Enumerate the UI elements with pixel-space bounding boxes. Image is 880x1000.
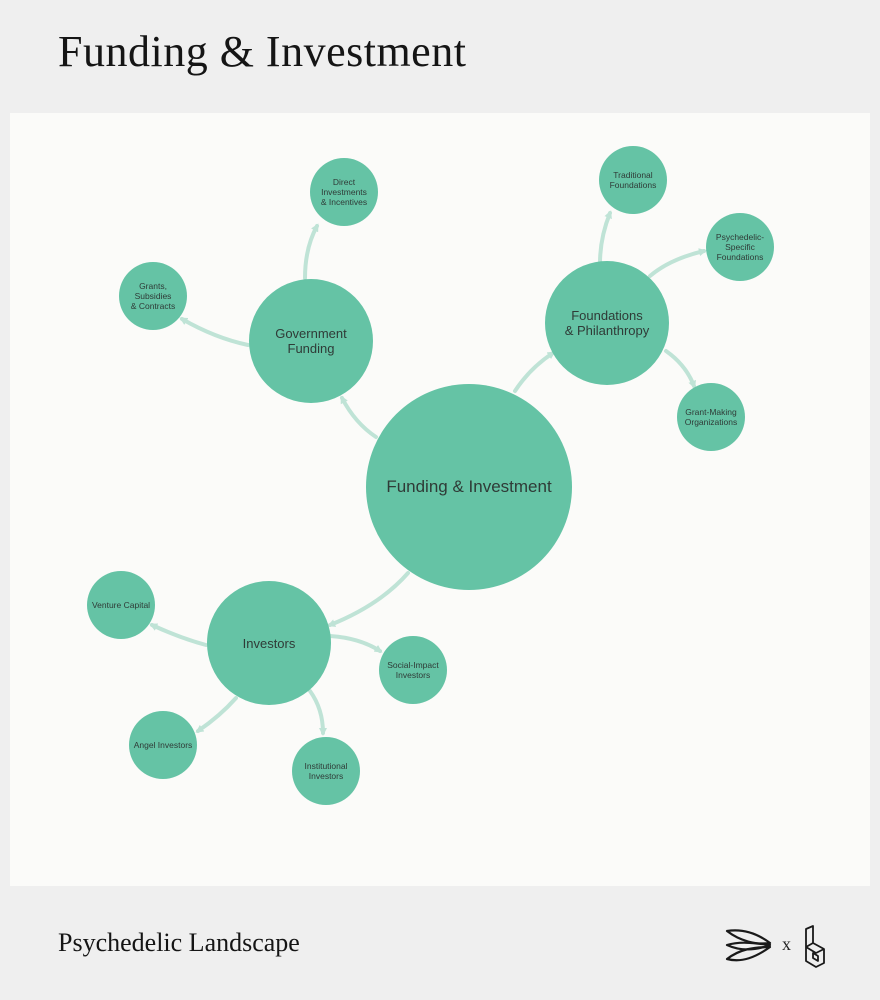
link-found-traditional	[598, 210, 612, 265]
node-venture-capital-label: Venture Capital	[91, 600, 151, 610]
link-root-government	[340, 395, 378, 439]
link-inv-institutional	[308, 689, 327, 736]
link-root-investors	[327, 571, 410, 627]
node-grants-subsidies[interactable]: Grants, Subsidies & Contracts	[119, 262, 187, 330]
node-direct-investments-label: Direct Investments & Incentives	[320, 177, 368, 207]
node-foundations-philanthropy[interactable]: Foundations & Philanthropy	[545, 261, 669, 385]
node-grants-subsidies-label: Grants, Subsidies & Contracts	[130, 281, 176, 311]
node-investors-label: Investors	[242, 635, 296, 651]
isometric-b-logo-icon	[805, 925, 825, 968]
link-gov-direct	[303, 223, 319, 280]
link-gov-grants	[179, 317, 250, 347]
node-investors[interactable]: Investors	[207, 581, 331, 705]
node-psychedelic-foundations[interactable]: Psychedelic- Specific Foundations	[706, 213, 774, 281]
node-psychedelic-foundations-label: Psychedelic- Specific Foundations	[715, 232, 765, 262]
node-root[interactable]: Funding & Investment	[366, 384, 572, 590]
node-government-funding[interactable]: Government Funding	[249, 279, 373, 403]
node-grant-making[interactable]: Grant-Making Organizations	[677, 383, 745, 451]
node-social-impact-investors[interactable]: Social-Impact Investors	[379, 636, 447, 704]
logo-separator: x	[782, 934, 791, 954]
link-found-grantmaking	[664, 349, 696, 389]
footer-logos: x	[724, 922, 834, 972]
link-inv-angel	[195, 696, 238, 733]
mind-map-canvas: Funding & Investment Government Funding …	[10, 113, 870, 886]
node-government-funding-label: Government Funding	[275, 326, 347, 356]
node-institutional-investors[interactable]: Institutional Investors	[292, 737, 360, 805]
node-grant-making-label: Grant-Making Organizations	[684, 407, 738, 427]
footer-brand-text: Psychedelic Landscape	[58, 928, 300, 957]
connector-layer	[149, 210, 707, 736]
node-foundations-philanthropy-label: Foundations & Philanthropy	[564, 308, 650, 338]
node-angel-investors[interactable]: Angel Investors	[129, 711, 197, 779]
node-venture-capital[interactable]: Venture Capital	[87, 571, 155, 639]
node-social-impact-investors-label: Social-Impact Investors	[387, 660, 439, 680]
page-title: Funding & Investment	[58, 27, 467, 76]
link-inv-social	[328, 634, 383, 653]
link-found-psychedelic	[648, 248, 707, 278]
node-traditional-foundations[interactable]: Traditional Foundations	[599, 146, 667, 214]
node-angel-investors-label: Angel Investors	[133, 740, 193, 750]
node-traditional-foundations-label: Traditional Foundations	[609, 170, 657, 190]
link-root-foundations	[513, 351, 556, 393]
leaf-logo-icon	[725, 929, 772, 962]
node-institutional-investors-label: Institutional Investors	[304, 761, 348, 781]
link-inv-venture	[149, 623, 208, 647]
node-root-label: Funding & Investment	[386, 477, 552, 496]
node-direct-investments[interactable]: Direct Investments & Incentives	[310, 158, 378, 226]
